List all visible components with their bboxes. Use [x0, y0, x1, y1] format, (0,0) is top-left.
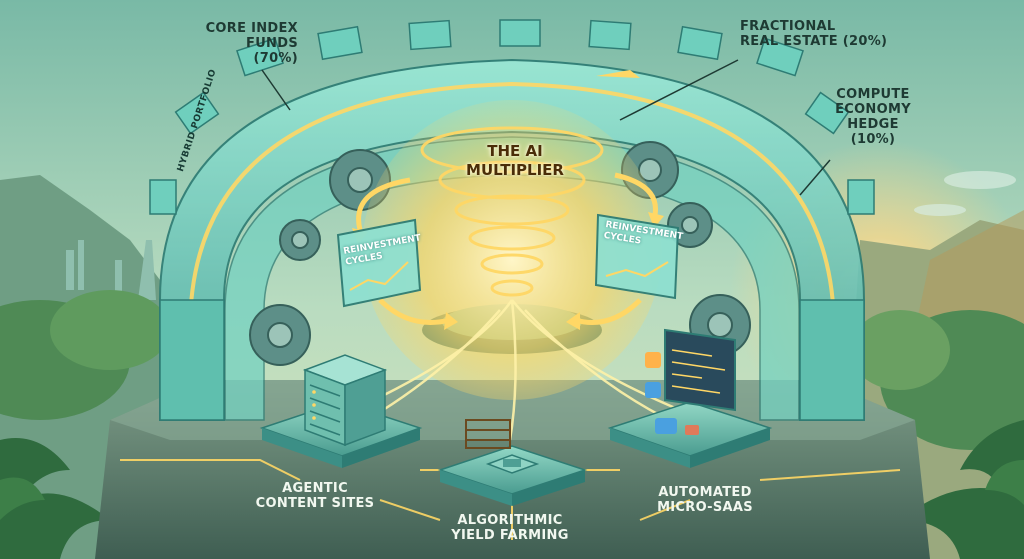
label-line: (10%) [850, 131, 896, 147]
reinvestment-panel-left [336, 218, 422, 308]
label-line: THE AI [487, 142, 543, 160]
server-icon [302, 354, 388, 447]
gear-icon [249, 304, 311, 366]
label-line: AUTOMATED [658, 485, 752, 500]
label-line: COMPUTE [836, 87, 910, 102]
gear-icon [279, 219, 321, 261]
agentic-platform [259, 354, 423, 468]
reinvestment-panel-right [594, 213, 680, 300]
distant-city [66, 240, 156, 300]
label-line: FUNDS (70%) [246, 35, 298, 66]
label-line: CONTENT SITES [255, 495, 375, 511]
label-line: HEDGE [847, 116, 899, 132]
clouds [914, 171, 1016, 216]
gear-icon [667, 202, 713, 248]
automated-platform [607, 328, 773, 468]
abacus [465, 419, 511, 449]
label-line: CORE INDEX [205, 21, 298, 36]
callout-lines [261, 59, 831, 196]
algorithmic-platform [437, 419, 588, 506]
label-line: ECONOMY [835, 101, 911, 117]
label-line: YIELD FARMING [451, 527, 569, 543]
label-automated-micro-saas: AUTOMATED MICRO-SAAS [640, 485, 770, 516]
label-algorithmic-yield-farming: ALGORITHMIC YIELD FARMING [440, 513, 580, 544]
label-ai-multiplier: THE AI MULTIPLIER [440, 142, 590, 180]
label-line: FRACTIONAL [740, 19, 836, 34]
chip-icon [485, 454, 540, 474]
label-line: MICRO-SAAS [657, 499, 753, 515]
label-line: REAL ESTATE (20%) [740, 33, 888, 49]
label-line: MULTIPLIER [466, 160, 564, 179]
label-line: AGENTIC [282, 481, 348, 496]
chart-icon [349, 261, 409, 291]
code-window-icon [645, 328, 736, 435]
label-agentic-content-sites: AGENTIC CONTENT SITES [250, 481, 380, 512]
jungle [0, 290, 1024, 559]
gear-ring [149, 19, 875, 421]
label-core-index-funds: CORE INDEX FUNDS (70%) [198, 21, 298, 67]
label-fractional-real-estate: FRACTIONAL REAL ESTATE (20%) [740, 19, 910, 50]
chart-icon [605, 261, 669, 278]
label-line: ALGORITHMIC [457, 513, 563, 528]
reinvestment-arrows [356, 172, 658, 325]
label-compute-economy-hedge: COMPUTE ECONOMY HEDGE (10%) [818, 87, 928, 148]
